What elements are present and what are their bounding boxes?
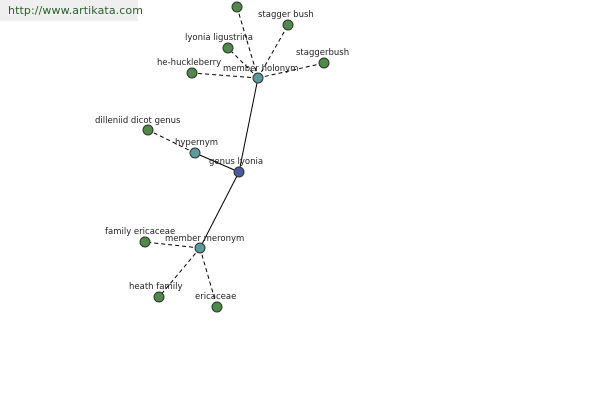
edge-center-holonym <box>238 77 259 173</box>
label-hypernym: hypernym <box>175 138 218 148</box>
label-stagger-bush: stagger bush <box>258 10 314 20</box>
edge-meronym-heath-family <box>158 247 201 298</box>
label-member-holonym: member holonym <box>223 64 298 74</box>
node-hypernym[interactable] <box>189 147 201 159</box>
label-dilleniid-dicot-genus: dilleniid dicot genus <box>95 116 181 126</box>
label-staggerbush: staggerbush <box>296 48 349 58</box>
node-family-ericaceae[interactable] <box>139 236 151 248</box>
edge-holonym-lyonia-ligustrina <box>227 47 259 79</box>
edge-meronym-ericaceae <box>199 247 218 308</box>
edge-holonym-stagger-bush <box>257 24 289 79</box>
node-lyonia-ligustrina[interactable] <box>222 42 234 54</box>
label-member-meronym: member meronym <box>165 234 244 244</box>
label-he-huckleberry: he-huckleberry <box>157 58 221 68</box>
label-lyonia-ligustrina: lyonia ligustrina <box>185 33 253 43</box>
edge-center-meronym <box>199 171 240 249</box>
node-top-partial[interactable] <box>231 1 243 13</box>
node-genus-lyonia[interactable] <box>233 166 245 178</box>
edge-hypernym-dilleniid <box>147 129 196 154</box>
edge-center-hypernym <box>194 152 240 173</box>
watermark-url[interactable]: http://www.artikata.com <box>0 0 143 21</box>
edge-holonym-staggerbush <box>257 62 325 79</box>
node-heath-family[interactable] <box>153 291 165 303</box>
edge-holonym-topnode <box>236 6 259 79</box>
node-stagger-bush[interactable] <box>282 19 294 31</box>
node-member-holonym[interactable] <box>252 72 264 84</box>
label-family-ericaceae: family ericaceae <box>105 227 175 237</box>
node-he-huckleberry[interactable] <box>186 67 198 79</box>
node-ericaceae[interactable] <box>211 301 223 313</box>
label-genus-lyonia: genus lyonia <box>209 157 263 167</box>
node-staggerbush[interactable] <box>318 57 330 69</box>
label-heath-family: heath family <box>129 282 182 292</box>
label-ericaceae: ericaceae <box>195 292 236 302</box>
node-member-meronym[interactable] <box>194 242 206 254</box>
edge-meronym-family-ericaceae <box>144 241 201 249</box>
node-dilleniid-dicot-genus[interactable] <box>142 124 154 136</box>
